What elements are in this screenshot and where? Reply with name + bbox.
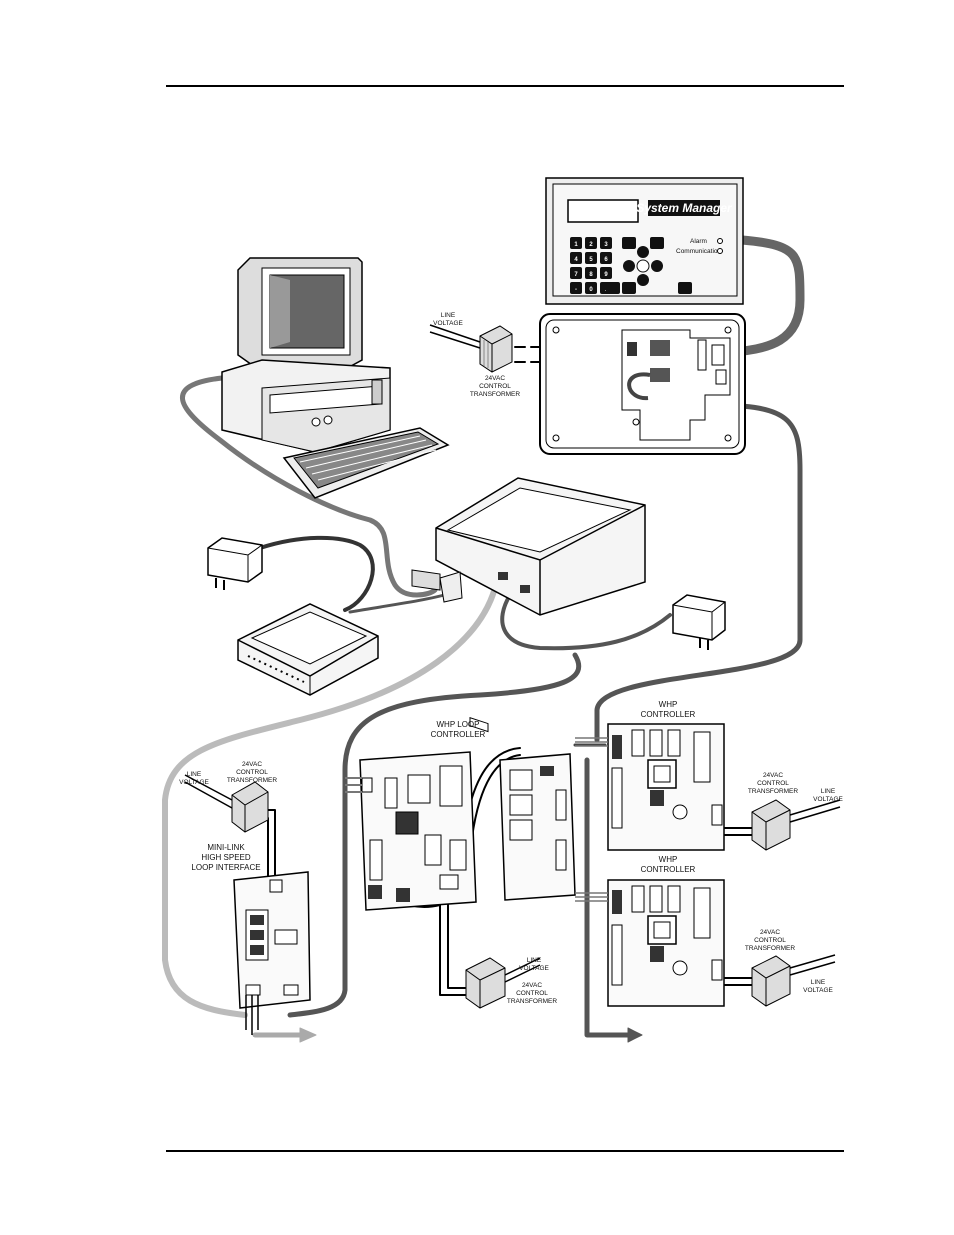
backplate-enclosure — [539, 313, 746, 455]
indicator-2-label: Communication — [676, 248, 722, 255]
keypad-key — [570, 282, 582, 294]
computer-tower — [221, 359, 391, 453]
keypad-key — [570, 267, 582, 279]
keypad-key-label: 3 — [604, 242, 608, 248]
keypad-key-label: 7 — [574, 272, 578, 278]
mini-link-board — [233, 871, 311, 1035]
transformer-top — [429, 324, 513, 373]
keypad-key — [585, 252, 597, 264]
keypad-key — [600, 267, 612, 279]
keypad-key-label: 1 — [574, 242, 578, 248]
ribbon-cable — [725, 235, 805, 357]
keypad-key — [570, 237, 582, 249]
wall-adapter-2 — [672, 594, 726, 650]
modem — [237, 603, 379, 696]
loop-cable-light — [162, 585, 498, 1018]
keypad-key — [600, 252, 612, 264]
keypad-key-label: - — [575, 287, 577, 293]
whp-controller-1 — [575, 723, 725, 851]
keypad-key-label: 4 — [574, 257, 578, 263]
controller-chain-cable — [584, 757, 633, 1038]
keypad-key — [585, 267, 597, 279]
whp-controller-2 — [575, 879, 725, 1007]
keypad-key-label: 5 — [589, 257, 593, 263]
indicator-1-label: Alarm — [690, 238, 707, 245]
keypad-key-label: 6 — [604, 257, 608, 263]
brand-plate — [648, 200, 720, 216]
transformer-whp1 — [751, 799, 841, 851]
pc-serial-cable — [180, 375, 438, 598]
adapter-cable-1 — [258, 535, 375, 612]
keypad-key-label: 9 — [604, 272, 608, 278]
display-icon — [567, 199, 639, 223]
wall-adapter-1 — [207, 537, 263, 590]
keyboard — [282, 427, 450, 499]
keypad-key — [585, 282, 597, 294]
system-manager: System Manager Alarm Communication 1 2 3 4 5… — [545, 177, 744, 305]
interface-box — [435, 477, 646, 733]
adapter-cable-2 — [500, 593, 672, 651]
keypad-key-label: 0 — [589, 287, 593, 293]
top-rule — [166, 85, 844, 87]
keypad-key — [600, 237, 612, 249]
transformer-whp2 — [751, 954, 836, 1007]
keypad-key — [570, 252, 582, 264]
keypad-key — [585, 237, 597, 249]
transformer-loop — [465, 957, 541, 1009]
brand-label: System Manager — [636, 201, 733, 215]
keypad-key-label: 2 — [589, 242, 593, 248]
comm-cable-right — [594, 402, 803, 743]
db-connector — [411, 569, 463, 603]
whp-loop-controller-board — [345, 751, 477, 911]
relay-expansion-board — [499, 753, 576, 901]
computer-monitor — [237, 257, 363, 383]
keypad-key-label: 8 — [589, 272, 593, 278]
loop-cable-dark — [287, 652, 582, 1018]
transformer-minilink — [184, 774, 269, 833]
bottom-rule — [166, 1150, 844, 1152]
